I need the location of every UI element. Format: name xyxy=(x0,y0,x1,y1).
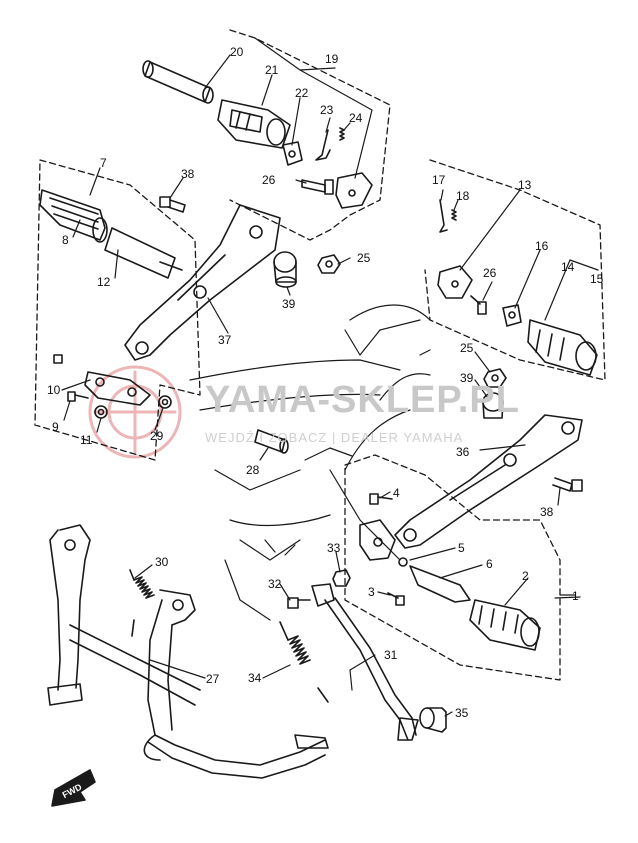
label-39-right: 39 xyxy=(460,371,474,385)
main-stand-27-icon xyxy=(47,524,329,779)
damper-39-right-icon xyxy=(482,392,504,419)
label-26-top: 26 xyxy=(262,173,276,187)
footrest-rubber-2-icon xyxy=(469,599,541,651)
watermark-sub-text: WEJDŹ I ZOBACZ | DEALER YAMAHA xyxy=(205,430,463,445)
label-20: 20 xyxy=(230,45,244,59)
label-29: 29 xyxy=(150,429,164,443)
footrest-bracket-36-icon xyxy=(394,414,583,549)
spring-34-icon xyxy=(279,621,329,703)
footrest-bracket-top-icon xyxy=(335,172,373,209)
label-19: 19 xyxy=(325,52,339,66)
label-23: 23 xyxy=(320,103,334,117)
label-34: 34 xyxy=(248,671,262,685)
label-22: 22 xyxy=(295,86,309,100)
label-13: 13 xyxy=(518,178,532,192)
label-28: 28 xyxy=(246,463,260,477)
bolt-38-right-icon xyxy=(552,477,583,492)
label-35: 35 xyxy=(455,706,469,720)
label-31: 31 xyxy=(384,648,398,662)
spring-18-icon xyxy=(451,209,457,221)
footrest-rubber-15-icon xyxy=(527,319,598,376)
footrest-rubber-21-icon xyxy=(217,99,291,149)
label-10: 10 xyxy=(47,383,61,397)
label-38-right: 38 xyxy=(540,505,554,519)
pin-28-icon xyxy=(254,429,289,454)
footrest-bracket-13-icon xyxy=(437,265,473,299)
bolt-4-icon xyxy=(369,493,393,505)
washer-22-icon xyxy=(282,141,303,166)
bolt-9-icon xyxy=(67,391,89,402)
bolt-3-icon xyxy=(387,592,405,606)
label-24: 24 xyxy=(349,111,363,125)
label-39-top: 39 xyxy=(282,297,296,311)
footrest-bracket-37-icon xyxy=(124,204,281,361)
pivot-bracket-5-icon xyxy=(359,519,396,561)
leader-lines xyxy=(61,37,599,717)
nut-25-right-icon xyxy=(483,368,507,388)
label-11: 11 xyxy=(80,433,93,447)
stand-bracket-icon xyxy=(311,583,335,607)
label-30: 30 xyxy=(155,555,169,569)
label-21: 21 xyxy=(265,63,279,77)
label-18: 18 xyxy=(456,189,470,203)
label-36: 36 xyxy=(456,445,470,459)
pin-17-icon xyxy=(439,199,448,233)
footrest-6-icon xyxy=(409,565,471,603)
bolt-26-right-icon xyxy=(470,295,487,315)
bolt-38-top-icon xyxy=(159,196,186,213)
label-33: 33 xyxy=(327,541,341,555)
label-12: 12 xyxy=(97,275,111,289)
rubber-35-icon xyxy=(419,707,447,733)
footrest-12-icon xyxy=(104,227,183,279)
label-15: 15 xyxy=(590,272,604,286)
label-16: 16 xyxy=(535,239,549,253)
bolt-26-icon xyxy=(301,179,334,195)
footrest-rubber-8-icon xyxy=(39,189,108,243)
label-25-right: 25 xyxy=(460,341,474,355)
label-7: 7 xyxy=(100,156,107,170)
washer-16-icon xyxy=(502,304,522,327)
nut-33-icon xyxy=(332,569,351,587)
label-6: 6 xyxy=(486,557,493,571)
side-stand-31-icon xyxy=(324,597,419,741)
spring-30-icon xyxy=(129,569,155,637)
part-number-labels: 20 21 19 22 23 24 26 38 7 8 12 37 39 25 … xyxy=(47,45,604,720)
label-17: 17 xyxy=(432,173,446,187)
nut-29-icon xyxy=(158,395,172,409)
label-38-top: 38 xyxy=(181,167,195,181)
pin-23-icon xyxy=(315,129,331,161)
damper-39-top-icon xyxy=(273,251,297,288)
shaft-20-icon xyxy=(142,60,214,104)
label-32: 32 xyxy=(268,577,282,591)
label-14: 14 xyxy=(561,260,575,274)
label-9: 9 xyxy=(52,420,59,434)
label-4: 4 xyxy=(393,486,400,500)
label-8: 8 xyxy=(62,233,69,247)
watermark-main-text: YAMA-SKLEP.PL xyxy=(205,379,520,421)
pivot-bracket-10-icon xyxy=(84,371,151,406)
frame-outline xyxy=(189,304,431,621)
label-27: 27 xyxy=(206,672,220,686)
label-37: 37 xyxy=(218,333,232,347)
label-26-right: 26 xyxy=(483,266,497,280)
bolt-10a-icon xyxy=(53,354,63,364)
watermark-logo-icon xyxy=(88,365,182,459)
label-1: 1 xyxy=(572,589,579,603)
fwd-arrow-icon xyxy=(51,769,96,807)
washer-5-icon xyxy=(398,557,408,567)
watermark: YAMA-SKLEP.PL WEJDŹ I ZOBACZ | DEALER YA… xyxy=(205,379,520,445)
label-25-top: 25 xyxy=(357,251,371,265)
label-2: 2 xyxy=(522,569,529,583)
label-3: 3 xyxy=(368,585,375,599)
label-5: 5 xyxy=(458,541,465,555)
bolt-32-icon xyxy=(287,597,311,609)
spring-24-icon xyxy=(339,127,345,141)
nut-25-top-icon xyxy=(317,254,341,274)
assembly-boundaries xyxy=(34,29,606,681)
